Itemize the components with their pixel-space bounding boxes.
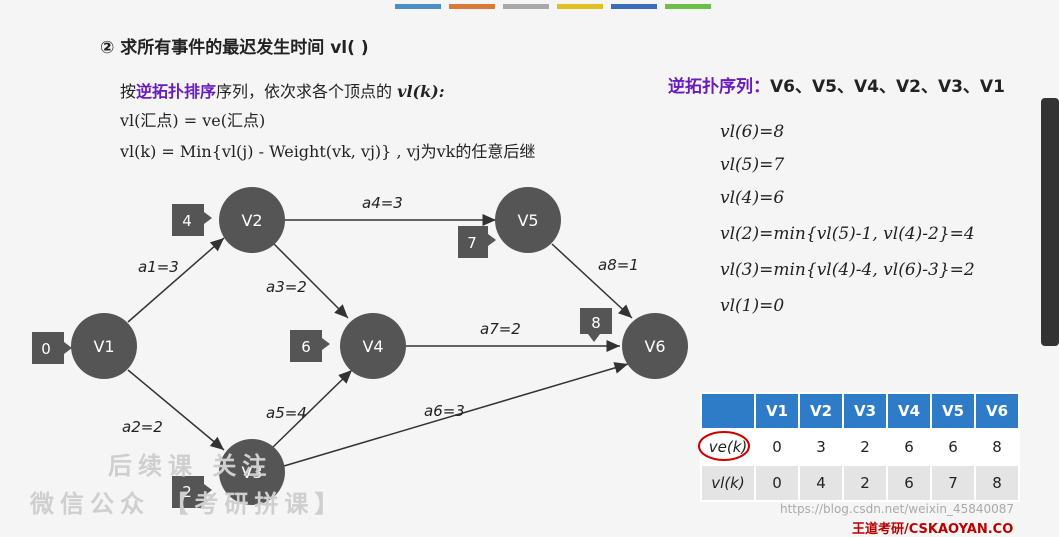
table-cell: 8 (974, 428, 1020, 466)
table-cell: 3 (798, 428, 844, 466)
table-cell: 6 (930, 428, 976, 466)
formula-vl1: vl(1)=0 (720, 296, 785, 316)
node-v5: V5 (517, 211, 538, 230)
edge-labels: a1=3 a2=2 a3=2 a4=3 a5=4 a6=3 a7=2 a8=1 (122, 194, 639, 436)
table-cell: 0 (754, 464, 800, 502)
callout-v6-shape (580, 308, 612, 342)
tab-bar-5 (611, 4, 657, 9)
tab-bar-4 (557, 4, 603, 9)
intro-line: 按逆拓扑排序序列，依次求各个顶点的 vl(k): (120, 78, 445, 102)
table-cell: 7 (930, 464, 976, 502)
edge-a5 (271, 369, 353, 449)
table-row-label: ve(k) (698, 428, 756, 466)
edge-label-a4: a4=3 (362, 194, 403, 212)
callout-v1-shape (32, 332, 72, 364)
rule-recurrence: vl(k) = Min{vl(j) - Weight(vk, vj)} , vj… (120, 142, 536, 161)
table-cell: 0 (754, 428, 800, 466)
node-v4-circle (340, 313, 406, 379)
edge-a1 (127, 237, 225, 323)
edge-label-a5: a5=4 (266, 404, 307, 422)
sequence-value: V6、V5、V4、V2、V3、V1 (770, 77, 1005, 97)
callout-v4-shape (290, 330, 330, 362)
edge-label-a2: a2=2 (122, 418, 163, 436)
table-header-cell: V2 (798, 392, 844, 430)
sequence-label: 逆拓扑序列： (668, 77, 770, 97)
watermark-line2: 微信公众 【考研拼课】 (30, 490, 345, 518)
source-url: https://blog.csdn.net/weixin_45840087 (780, 502, 1015, 516)
callout-v5-shape (458, 226, 496, 258)
graph-nodes: V1 V2 V3 V4 V5 V6 (71, 187, 688, 505)
table-cell: 4 (798, 464, 844, 502)
edge-label-a1: a1=3 (138, 258, 179, 276)
intro-pre: 按 (120, 82, 137, 101)
graph-edges (127, 214, 633, 467)
edge-a3 (271, 241, 349, 319)
watermark-line1: 后续课 关注 (108, 452, 273, 480)
callout-v4: 6 (301, 338, 311, 356)
table-row: vl(k) 0 4 2 6 7 8 (700, 464, 1020, 502)
edge-a6 (283, 362, 629, 467)
tab-bar-3 (503, 4, 549, 9)
table-header-cell: V3 (842, 392, 888, 430)
table-cell: 2 (842, 464, 888, 502)
intro-emphasis: 逆拓扑排序 (136, 82, 217, 101)
tab-bar-2 (449, 4, 495, 9)
table-row-label: vl(k) (700, 464, 756, 502)
node-v6: V6 (644, 337, 665, 356)
node-v1-circle (71, 313, 137, 379)
node-v2: V2 (241, 211, 262, 230)
node-v6-circle (622, 313, 688, 379)
callout-v1: 0 (41, 340, 51, 358)
tab-bar-6 (665, 4, 711, 9)
table-header-cell: V5 (930, 392, 976, 430)
callout-v3-shape (172, 476, 212, 508)
intro-function: vl(k): (397, 82, 445, 101)
ve-label: ve(k) (708, 438, 748, 456)
edge-label-a3: a3=2 (266, 278, 307, 296)
section-heading: ② 求所有事件的最迟发生时间 vl( ) (100, 38, 369, 58)
formula-vl5: vl(5)=7 (720, 155, 785, 175)
table-row: ve(k) 0 3 2 6 6 8 (698, 428, 1020, 466)
edge-label-a6: a6=3 (424, 402, 465, 420)
callout-v2-shape (172, 204, 212, 236)
edge-label-a8: a8=1 (598, 256, 639, 274)
formula-vl4: vl(4)=6 (720, 188, 785, 208)
table-cell: 8 (974, 464, 1020, 502)
scrollbar[interactable] (1041, 98, 1059, 346)
ve-vl-table: V1 V2 V3 V4 V5 V6 ve(k) 0 3 2 6 6 8 vl(k… (698, 392, 1020, 502)
callout-v6: 8 (591, 314, 601, 332)
formula-vl2: vl(2)=min{vl(5)-1, vl(4)-2}=4 (720, 224, 975, 244)
node-v5-circle (495, 187, 561, 253)
red-circle-annotation (698, 431, 750, 461)
edge-a2 (127, 369, 225, 451)
table-cell: 6 (886, 428, 932, 466)
edge-label-a7: a7=2 (480, 320, 521, 338)
node-v1: V1 (93, 337, 114, 356)
node-callouts: 0 4 2 6 7 8 (32, 204, 612, 508)
tab-bar-1 (395, 4, 441, 9)
formula-vl6: vl(6)=8 (720, 122, 785, 142)
table-header-cell: V4 (886, 392, 932, 430)
intro-post: 序列，依次求各个顶点的 (216, 82, 393, 101)
node-v4: V4 (362, 337, 383, 356)
formula-vl3: vl(3)=min{vl(4)-4, vl(6)-3}=2 (720, 260, 975, 280)
aoe-graph: a1=3 a2=2 a3=2 a4=3 a5=4 a6=3 a7=2 a8=1 … (32, 187, 688, 508)
progress-tabs (395, 4, 711, 9)
table-header-cell (700, 392, 756, 430)
reverse-topo-sequence: 逆拓扑序列：V6、V5、V4、V2、V3、V1 (668, 72, 1005, 97)
rule-sink: vl(汇点) = ve(汇点) (120, 111, 266, 130)
callout-v5: 7 (467, 234, 477, 252)
node-v3-circle (219, 439, 285, 505)
table-header-cell: V6 (974, 392, 1020, 430)
callout-v2: 4 (182, 212, 192, 230)
edge-a8 (551, 243, 633, 319)
table-cell: 6 (886, 464, 932, 502)
table-header-row: V1 V2 V3 V4 V5 V6 (700, 392, 1020, 430)
node-v2-circle (219, 187, 285, 253)
table-cell: 2 (842, 428, 888, 466)
table-header-cell: V1 (754, 392, 800, 430)
callout-v3: 2 (182, 483, 192, 501)
node-v3: V3 (241, 463, 262, 482)
